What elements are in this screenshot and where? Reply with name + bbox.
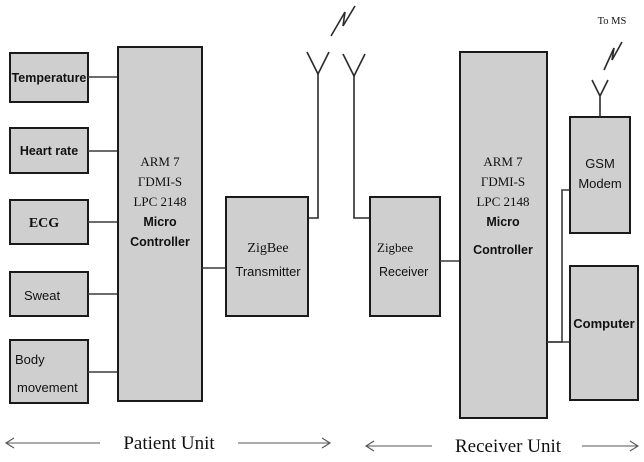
sensor-sweat-label: Sweat [24, 288, 61, 303]
patient-unit-label: Patient Unit [123, 433, 215, 454]
receiver-antenna-icon [342, 53, 370, 219]
gsm-modem: GSM Modem [569, 116, 631, 234]
sensor-heart-rate: Heart rate [9, 127, 89, 174]
patient-mcu-line3: LPC 2148 [133, 194, 186, 209]
to-ms-label: To MS [598, 16, 627, 27]
sensor-body-movement: Body movement [9, 339, 89, 404]
zigbee-tx-line2: Transmitter [235, 264, 301, 279]
sensor-body-movement-label-line2: movement [17, 380, 78, 395]
gsm-line1: GSM [585, 156, 615, 171]
transmitter-antenna-icon [306, 51, 330, 219]
zigbee-receiver: Zigbee Receiver [369, 196, 441, 317]
receiver-mcu-line4: Micro [486, 215, 520, 229]
receiver-mcu-line3: LPC 2148 [476, 194, 529, 209]
sensor-sweat: Sweat [9, 271, 89, 317]
tx-signal-icon [330, 5, 356, 37]
patient-mcu-line4: Micro [143, 215, 177, 229]
sensor-heart-rate-label: Heart rate [20, 144, 78, 158]
receiver-microcontroller: ARM 7 ΓDMI-S LPC 2148 Micro Controller [459, 51, 548, 419]
gsm-signal-icon [603, 41, 623, 71]
sensor-ecg: ECG [9, 199, 89, 245]
sensor-temperature-label: Temperature [12, 71, 87, 85]
patient-microcontroller: ARM 7 ΓDMI-S LPC 2148 Micro Controller [117, 46, 203, 402]
patient-mcu-line2: ΓDMI-S [138, 174, 182, 189]
zigbee-transmitter: ZigBee Transmitter [225, 196, 309, 317]
sensor-ecg-label: ECG [29, 216, 59, 231]
receiver-mcu-line2: ΓDMI-S [481, 174, 525, 189]
receiver-unit-range: Receiver Unit [364, 436, 640, 457]
zigbee-rx-line2: Receiver [379, 265, 428, 279]
patient-mcu-line5: Controller [130, 235, 190, 249]
zigbee-rx-line1: Zigbee [377, 240, 413, 255]
sensor-temperature: Temperature [9, 52, 89, 103]
patient-unit-range: Patient Unit [4, 433, 332, 454]
zigbee-tx-line1: ZigBee [247, 241, 288, 256]
computer-label: Computer [573, 316, 634, 331]
receiver-mcu-line1: ARM 7 [483, 154, 523, 169]
gsm-antenna-icon [591, 79, 609, 117]
gsm-line2: Modem [578, 176, 621, 191]
receiver-unit-label: Receiver Unit [455, 436, 562, 457]
wire-mcu-to-gsm [547, 189, 570, 343]
receiver-mcu-line5: Controller [473, 243, 533, 257]
computer: Computer [569, 265, 639, 401]
patient-mcu-line1: ARM 7 [140, 154, 180, 169]
sensor-body-movement-label-line1: Body [15, 352, 45, 367]
